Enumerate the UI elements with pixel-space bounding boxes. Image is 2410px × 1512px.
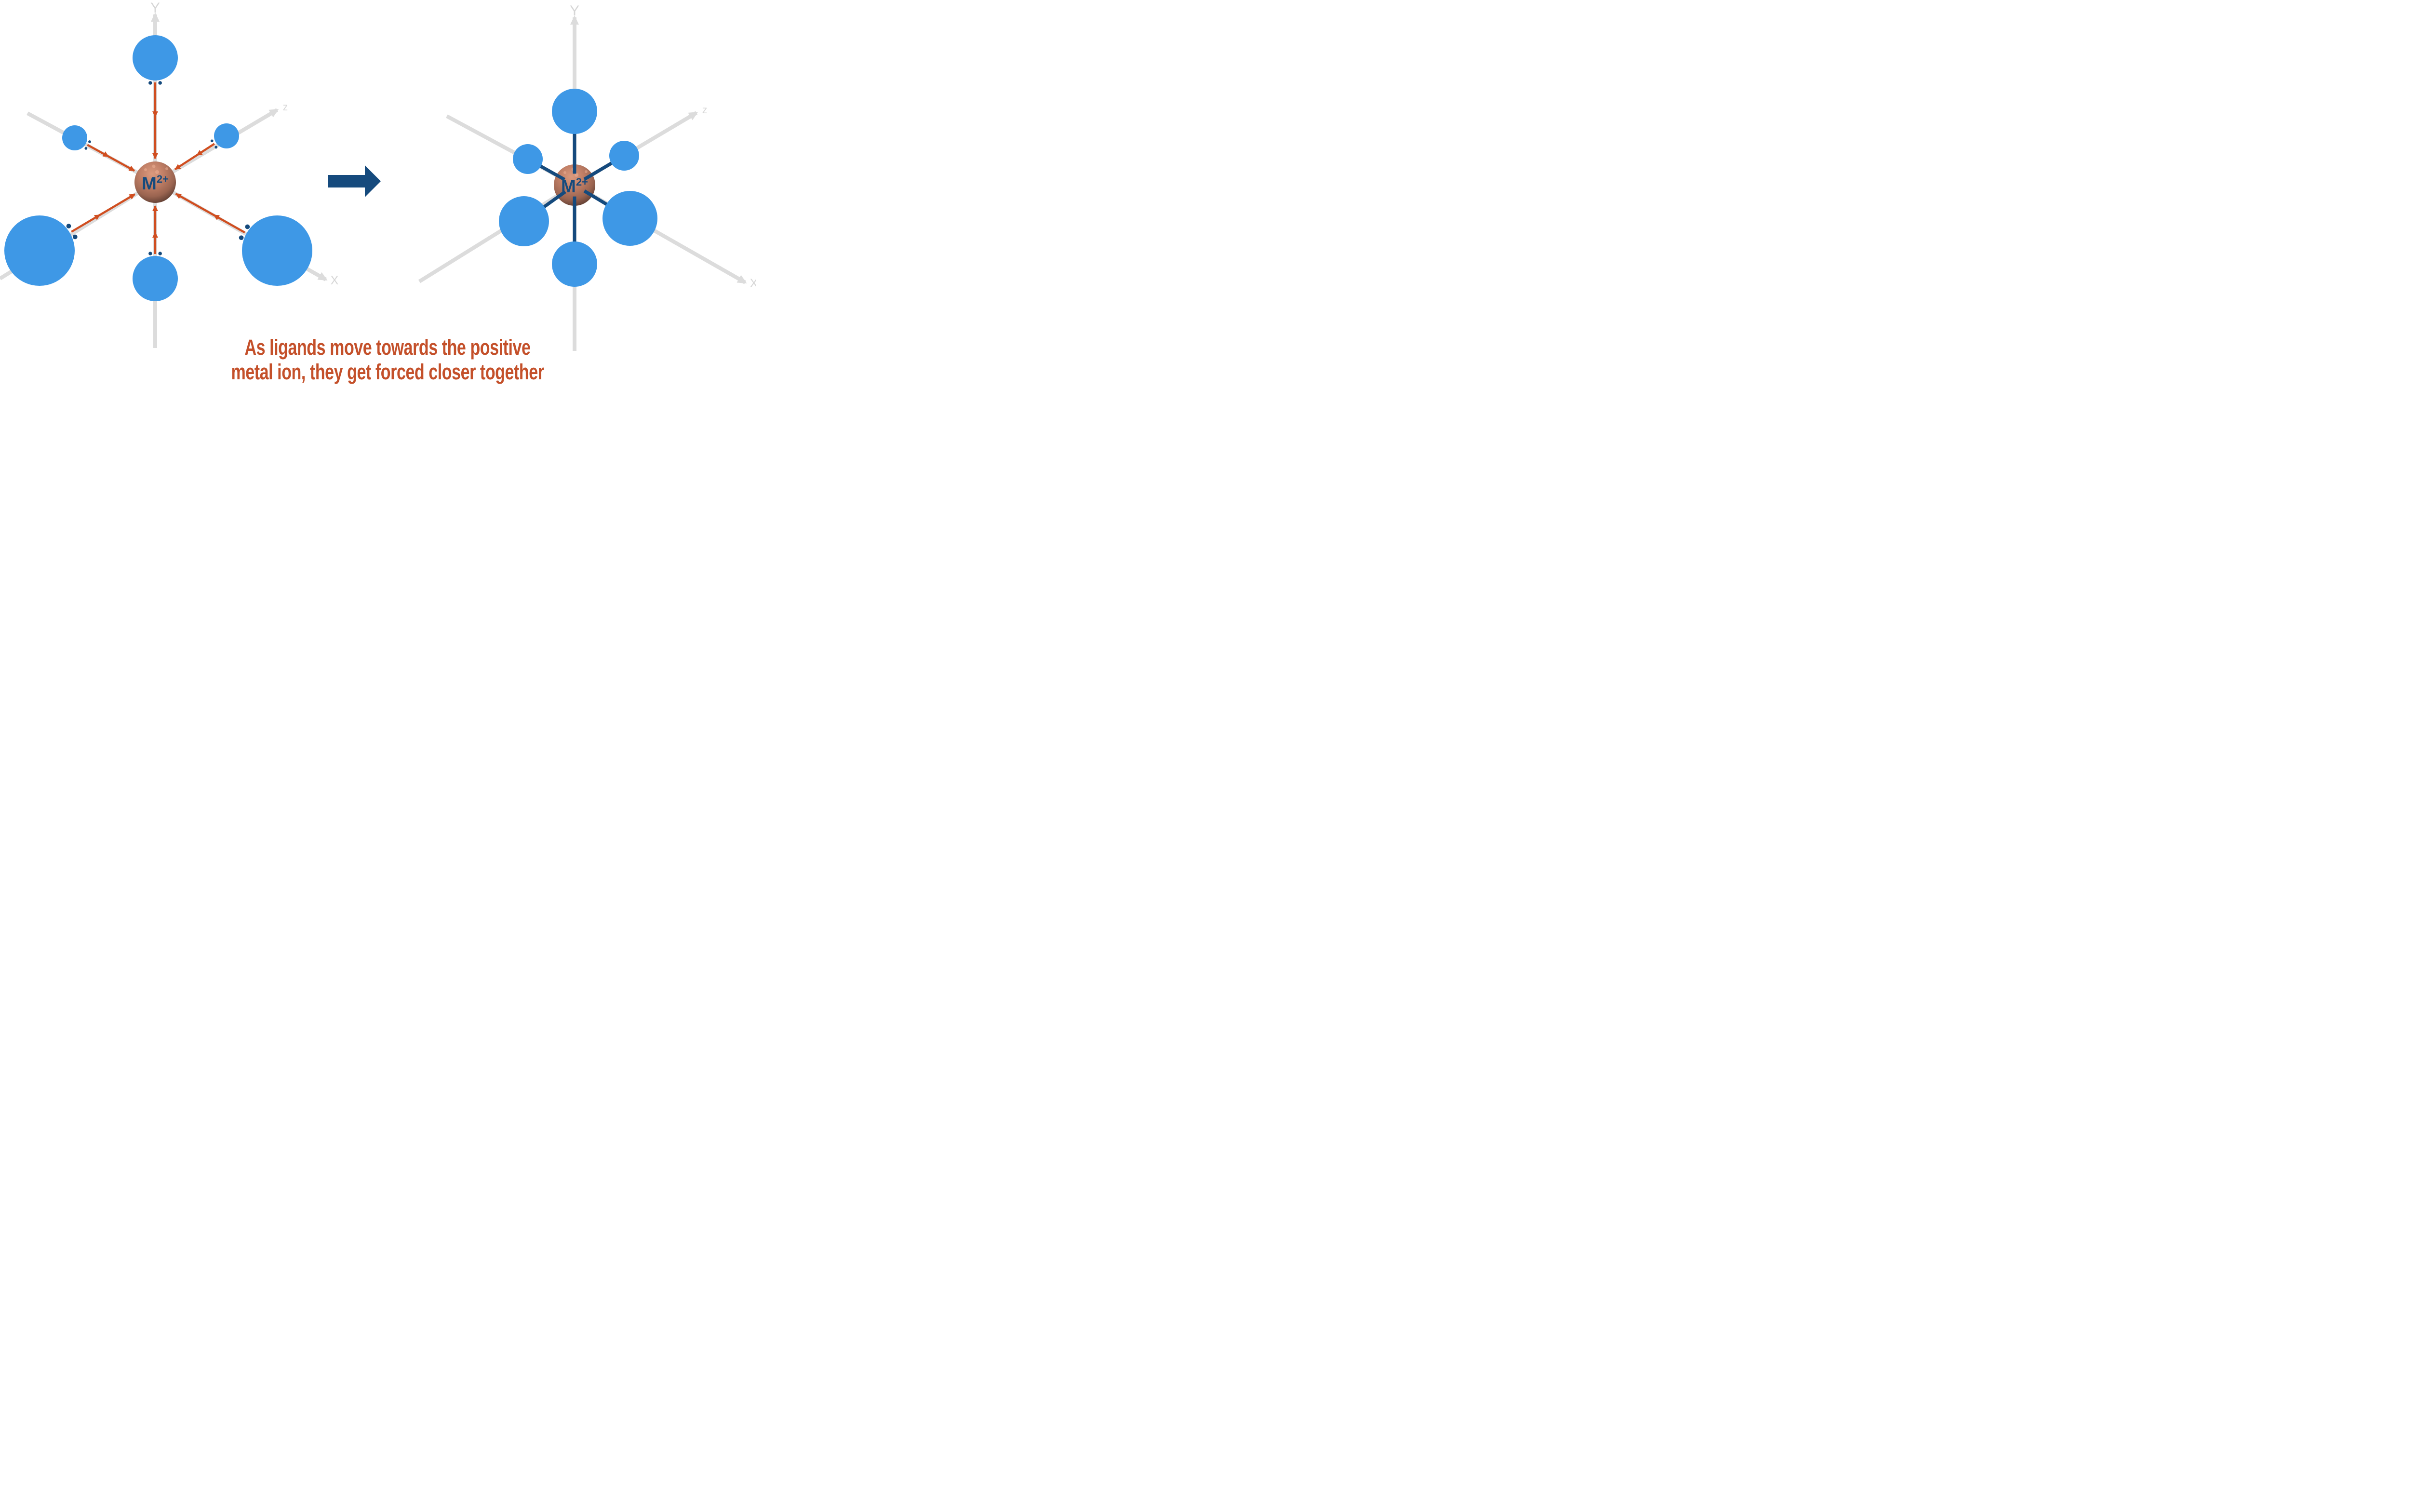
right-diagram-group: YzX M2+	[418, 3, 756, 351]
attraction-arrow-lower-right	[175, 193, 245, 234]
electron-pair-dot	[66, 224, 71, 228]
ligand-bottom	[133, 256, 178, 301]
metal-ion-sphere	[554, 164, 595, 206]
metal-ion-label: M2+	[142, 173, 169, 193]
ligand-upper-right	[214, 123, 239, 148]
ligand-lower-left	[499, 196, 549, 246]
electron-pair-dot	[158, 252, 162, 255]
axis-ray-z-negative	[418, 183, 576, 283]
attraction-arrow-lower-left	[71, 193, 135, 233]
ligand-upper-left	[513, 144, 543, 174]
sphere-highlight	[563, 171, 566, 174]
ligand-upper-right	[609, 141, 639, 171]
ligand-bottom	[552, 241, 597, 287]
axis-label-Y: Y	[150, 0, 160, 16]
ligand-top	[552, 89, 597, 134]
diagram-canvas: YzX M2+ YzX M2+	[0, 0, 756, 351]
sphere-highlight	[152, 164, 156, 168]
electron-pair-dot	[158, 81, 162, 85]
transition-arrow-icon	[328, 165, 381, 197]
ligand-lower-left	[4, 215, 75, 286]
electron-pair-dot	[148, 81, 152, 85]
electron-pair-dot	[84, 147, 88, 150]
metal-ion-sphere	[134, 161, 176, 203]
axis-label-z: z	[702, 105, 708, 116]
caption: As ligands move towards the positive met…	[224, 335, 551, 385]
metal-ion-label: M2+	[561, 176, 588, 196]
attraction-arrow-upper-left	[87, 144, 135, 172]
electron-pair-dot	[239, 235, 244, 241]
left-diagram-group: YzX M2+	[0, 0, 339, 348]
sphere-highlight	[155, 170, 159, 174]
electron-pair-dot	[245, 224, 250, 229]
electron-pair-dot	[72, 234, 78, 240]
caption-line-2: metal ion, they get forced closer togeth…	[231, 360, 544, 385]
ligand-lower-right	[602, 191, 657, 246]
transition-arrow-group	[328, 165, 381, 197]
ligand-lower-right	[242, 215, 312, 286]
sphere-highlight	[165, 167, 168, 170]
electron-pair-dot	[210, 139, 214, 143]
electron-pair-dot	[148, 252, 152, 255]
ligand-upper-left	[62, 125, 87, 150]
caption-line-1: As ligands move towards the positive	[244, 335, 531, 360]
ligand-top	[133, 35, 178, 80]
axis-label-X: X	[750, 277, 756, 290]
sphere-highlight	[585, 170, 588, 173]
attraction-arrow-upper-right	[174, 143, 215, 171]
electron-pair-dot	[214, 146, 218, 149]
axis-label-X: X	[331, 274, 339, 287]
electron-pair-dot	[88, 140, 91, 143]
axis-label-z: z	[283, 102, 288, 113]
sphere-highlight	[575, 173, 578, 177]
sphere-highlight	[144, 168, 147, 171]
axis-label-Y: Y	[570, 3, 579, 19]
